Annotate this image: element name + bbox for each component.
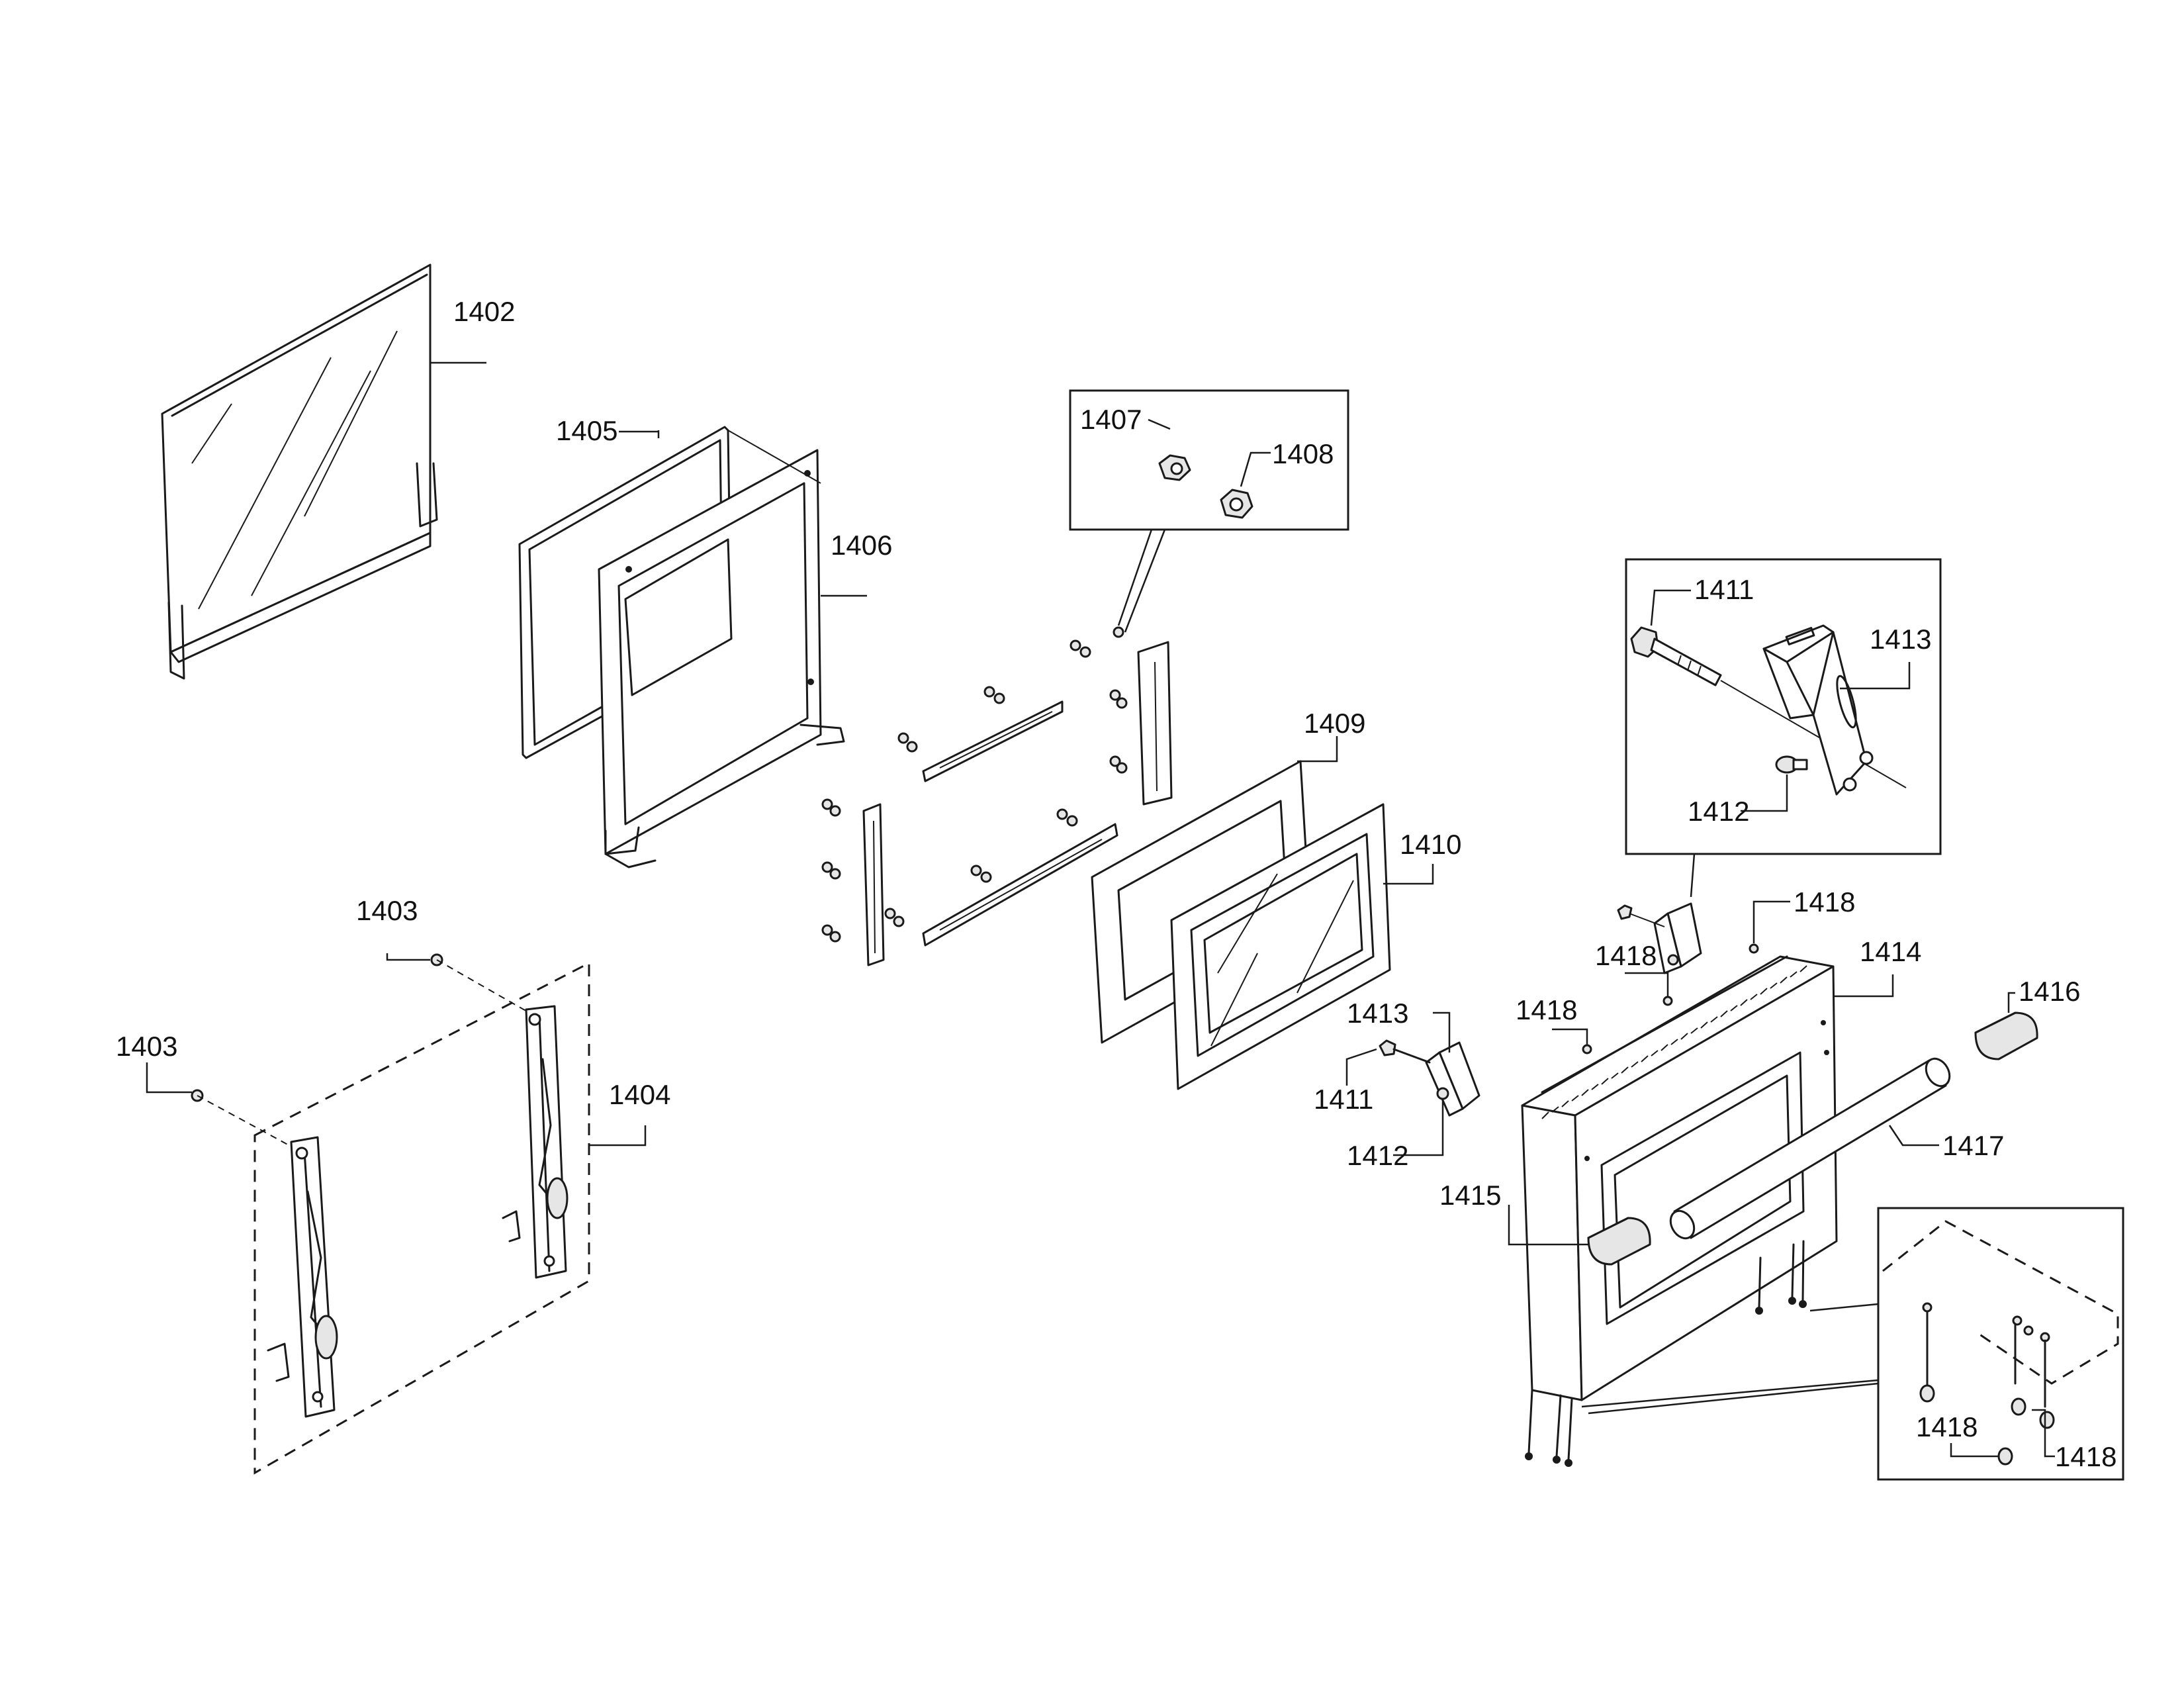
callout-1418-c: 1418 xyxy=(1794,886,1855,917)
part-1406-inner-frame xyxy=(598,430,845,868)
leader-1404 xyxy=(589,1125,647,1147)
callout-1408: 1408 xyxy=(1272,438,1334,469)
part-1402-outer-glass xyxy=(161,263,438,680)
part-1417-handle-bar xyxy=(1669,1057,1951,1240)
leader-1418-c xyxy=(1752,900,1790,943)
callout-1407: 1407 xyxy=(1080,404,1142,435)
callout-1418-b: 1418 xyxy=(1595,940,1657,971)
part-1415-end-cap xyxy=(1587,1217,1651,1266)
callout-1402: 1402 xyxy=(453,296,515,327)
callout-1413: 1413 xyxy=(1347,998,1408,1029)
callout-1412-detail: 1412 xyxy=(1688,796,1749,827)
part-1414-outer-door xyxy=(1521,955,1838,1467)
leader-1415 xyxy=(1508,1205,1588,1246)
callout-1415: 1415 xyxy=(1439,1180,1501,1211)
part-1404-hinge-kit-outline xyxy=(253,961,590,1475)
callout-1412: 1412 xyxy=(1347,1140,1408,1171)
leader-1418-e xyxy=(2032,1409,2055,1458)
part-1418-screw-b xyxy=(1662,996,1673,1006)
detail-box-bottom-screws xyxy=(1877,1207,2124,1481)
callout-1409: 1409 xyxy=(1304,708,1365,739)
leader-1412 xyxy=(1393,1100,1444,1156)
part-1418-bottom-screws xyxy=(1919,1384,2055,1466)
detail-box-nuts xyxy=(1069,389,1349,531)
leader-1408 xyxy=(1240,451,1271,487)
leader-bottom-box-c xyxy=(1809,1303,1879,1312)
callout-1404: 1404 xyxy=(609,1079,670,1110)
bracket-nuts xyxy=(821,626,1128,943)
bottom-panel-detail xyxy=(1882,1220,2119,1408)
leader-1414 xyxy=(1833,974,1894,998)
callout-1411-detail: 1411 xyxy=(1694,574,1754,605)
upper-brackets xyxy=(922,641,1173,806)
leader-1418-a xyxy=(1552,1028,1588,1045)
leader-bottom-box-b xyxy=(1588,1382,1879,1415)
leader-1411-detail xyxy=(1650,589,1691,626)
leader-1407 xyxy=(1148,418,1171,430)
part-1411-bolt xyxy=(1379,1039,1431,1064)
detail-box-hinge-bracket xyxy=(1625,558,1942,855)
leader-1410 xyxy=(1383,864,1434,885)
lower-brackets xyxy=(862,803,1118,966)
callout-1406: 1406 xyxy=(831,530,892,561)
door-vent-slots xyxy=(1541,965,1807,1119)
callout-1418-a: 1418 xyxy=(1516,994,1577,1025)
callout-1416: 1416 xyxy=(2019,976,2080,1007)
part-1411-bolt-detail xyxy=(1630,626,1907,788)
callout-1405: 1405 xyxy=(556,415,617,446)
leader-bottom-box-a xyxy=(1581,1379,1879,1408)
callout-1403-lower: 1403 xyxy=(116,1031,177,1062)
callout-1417: 1417 xyxy=(1942,1130,2004,1161)
part-1404-hinge-left xyxy=(267,1136,338,1418)
part-1413-bracket-detail xyxy=(1762,624,1874,796)
part-1416-end-cap xyxy=(1974,1011,2038,1060)
callout-1403-upper: 1403 xyxy=(356,895,418,926)
leader-detail-box-hinge xyxy=(1690,853,1696,898)
part-1403-screw-lower xyxy=(191,1089,302,1152)
callout-1411: 1411 xyxy=(1314,1084,1373,1115)
callout-1413-detail: 1413 xyxy=(1870,624,1931,655)
part-1403-screw-upper xyxy=(430,953,530,1013)
leader-1412-detail xyxy=(1741,774,1788,812)
part-1412-screw xyxy=(1436,1087,1449,1100)
leader-1413 xyxy=(1433,1011,1451,1053)
callout-1418-e: 1418 xyxy=(2055,1441,2116,1472)
part-1404-hinge-right xyxy=(502,1005,569,1279)
callout-1414: 1414 xyxy=(1860,936,1921,967)
callout-1410: 1410 xyxy=(1400,829,1461,860)
leader-1418-d xyxy=(1950,1443,1999,1458)
leader-detail-a xyxy=(1117,529,1153,626)
leader-1413-detail xyxy=(1840,662,1911,690)
callout-1418-d: 1418 xyxy=(1916,1411,1978,1442)
leader-1418-b xyxy=(1625,972,1669,996)
part-1412-screw-detail xyxy=(1775,755,1808,774)
leader-1403-lower xyxy=(146,1062,192,1094)
leader-1417 xyxy=(1888,1125,1939,1147)
part-1418-screw-c xyxy=(1749,943,1759,954)
leader-1403-upper xyxy=(386,953,430,961)
part-1408-lock-nut xyxy=(1220,489,1253,519)
leader-1416 xyxy=(2007,992,2015,1013)
door-bracket-upper xyxy=(1617,902,1702,974)
leader-detail-b xyxy=(1124,529,1166,633)
leader-1409 xyxy=(1297,736,1338,763)
part-1410-inner-glass xyxy=(1170,803,1391,1090)
part-1413-bracket xyxy=(1425,1041,1480,1117)
part-1407-nut xyxy=(1158,454,1191,481)
part-1418-screw-a xyxy=(1582,1044,1592,1055)
leader-1411 xyxy=(1345,1048,1377,1086)
